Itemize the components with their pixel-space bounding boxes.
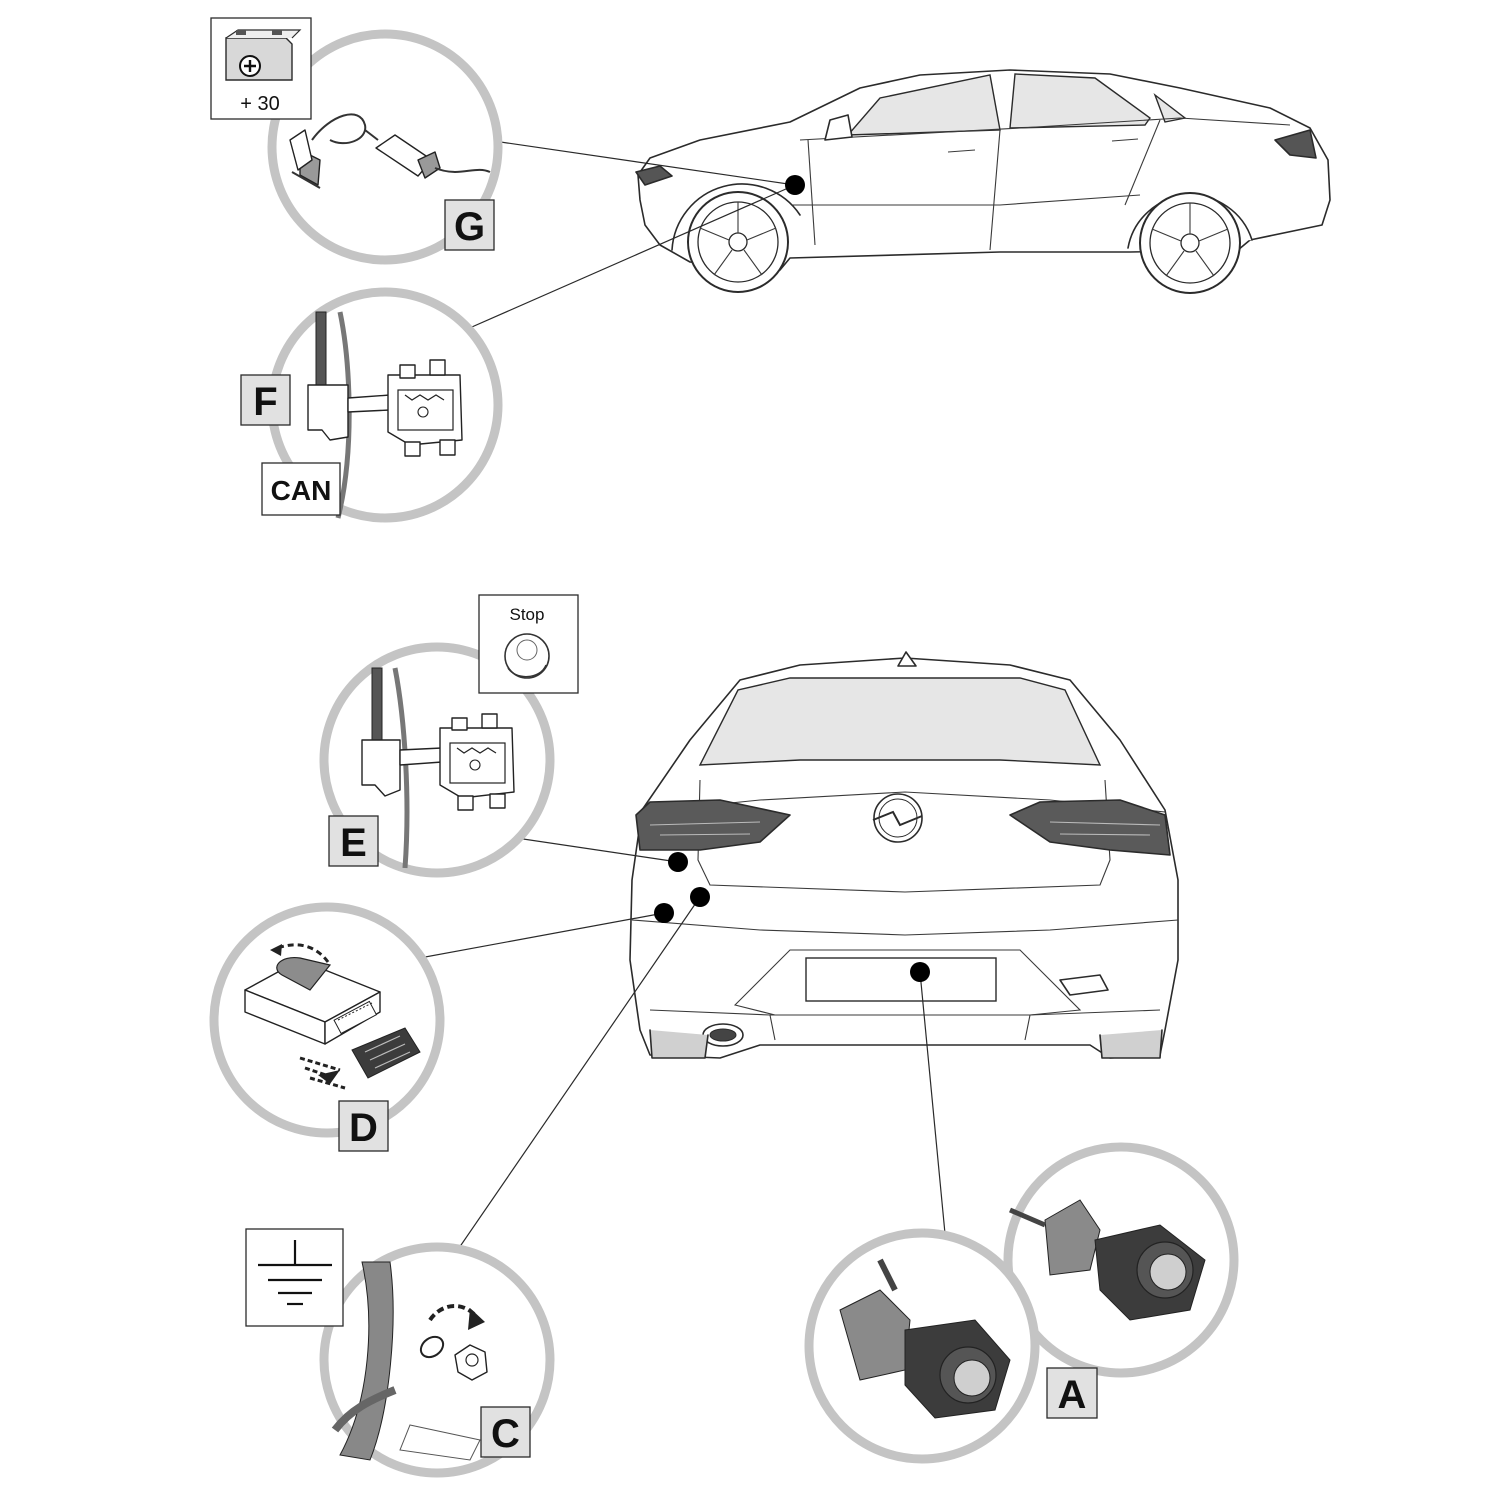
- car-side-view: [635, 69, 1331, 294]
- battery-symbol-box: [210, 17, 312, 120]
- label-g-box: G: [444, 199, 495, 251]
- stop-lamp-label: Stop: [510, 605, 545, 624]
- label-g: G: [454, 205, 485, 249]
- stop-lamp-icon: [504, 633, 550, 679]
- leader-lines: [397, 139, 949, 1281]
- label-a-box: A: [1046, 1367, 1098, 1419]
- label-can: CAN: [271, 475, 332, 506]
- stop-symbol-box: [478, 594, 579, 694]
- label-d-box: D: [338, 1100, 389, 1152]
- connection-point-g-f: [785, 175, 805, 195]
- detail-e: [319, 642, 555, 878]
- ground-symbol-box: [245, 1228, 344, 1327]
- connection-points: [654, 175, 930, 982]
- label-can-box: CAN: [261, 462, 341, 516]
- label-a: A: [1058, 1373, 1087, 1417]
- label-c: C: [491, 1412, 520, 1456]
- detail-g: [267, 29, 503, 265]
- connection-point-d: [654, 903, 674, 923]
- battery-icon: [225, 29, 302, 81]
- detail-f: [267, 287, 503, 523]
- connection-point-a: [910, 962, 930, 982]
- label-f-box: F: [240, 374, 291, 426]
- connection-point-c: [690, 887, 710, 907]
- detail-a: [804, 1142, 1239, 1464]
- label-d: D: [349, 1106, 378, 1150]
- connection-point-e: [668, 852, 688, 872]
- label-e-box: E: [328, 815, 379, 867]
- car-rear-view: [629, 651, 1179, 1059]
- label-e: E: [340, 821, 367, 865]
- label-f: F: [253, 380, 277, 424]
- detail-d: [209, 902, 445, 1138]
- label-c-box: C: [480, 1406, 531, 1458]
- ground-icon: [258, 1240, 332, 1306]
- battery-terminal-label: + 30: [240, 93, 279, 115]
